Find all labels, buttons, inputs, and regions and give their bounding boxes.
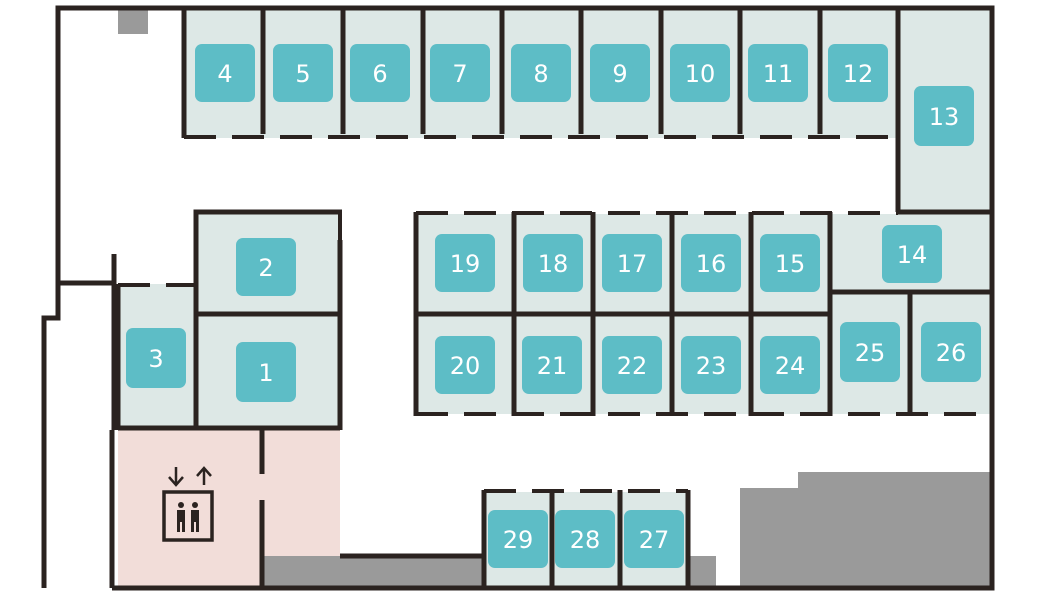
stall-label: 1 xyxy=(258,359,273,387)
stall-2: 2 xyxy=(236,238,296,296)
stall-14: 14 xyxy=(882,225,942,283)
arrow-down-icon xyxy=(168,467,184,487)
stall-28: 28 xyxy=(555,510,615,568)
stall-label: 6 xyxy=(372,60,387,88)
stall-label: 11 xyxy=(763,60,794,88)
stall-20: 20 xyxy=(435,336,495,394)
stall-label: 2 xyxy=(258,254,273,282)
stall-3: 3 xyxy=(126,328,186,388)
stall-13: 13 xyxy=(914,86,974,146)
stall-16: 16 xyxy=(681,234,741,292)
stall-label: 17 xyxy=(617,250,648,278)
stall-24: 24 xyxy=(760,336,820,394)
stall-label: 3 xyxy=(148,345,163,373)
stall-label: 9 xyxy=(612,60,627,88)
stall-label: 4 xyxy=(217,60,232,88)
stall-17: 17 xyxy=(602,234,662,292)
stall-26: 26 xyxy=(921,322,981,382)
stall-18: 18 xyxy=(523,234,583,292)
stall-4: 4 xyxy=(195,44,255,102)
stall-label: 22 xyxy=(617,352,648,380)
stall-25: 25 xyxy=(840,322,900,382)
elevator-icon xyxy=(162,466,214,542)
stall-label: 20 xyxy=(450,352,481,380)
stall-7: 7 xyxy=(430,44,490,102)
stall-badges: 1 2 3 4 5 6 7 8 9 10 11 12 13 14 15 16 1… xyxy=(126,44,981,568)
stall-label: 8 xyxy=(533,60,548,88)
stall-19: 19 xyxy=(435,234,495,292)
stall-label: 15 xyxy=(775,250,806,278)
stall-label: 19 xyxy=(450,250,481,278)
stall-label: 7 xyxy=(452,60,467,88)
stall-frontage-marks xyxy=(118,135,992,493)
stall-9: 9 xyxy=(590,44,650,102)
stall-label: 29 xyxy=(503,526,534,554)
stall-6: 6 xyxy=(350,44,410,102)
stall-label: 28 xyxy=(570,526,601,554)
stall-label: 16 xyxy=(696,250,727,278)
stall-8: 8 xyxy=(511,44,571,102)
stall-label: 24 xyxy=(775,352,806,380)
stall-label: 12 xyxy=(843,60,874,88)
stall-label: 23 xyxy=(696,352,727,380)
stall-22: 22 xyxy=(602,336,662,394)
stall-23: 23 xyxy=(681,336,741,394)
stall-29: 29 xyxy=(488,510,548,568)
stall-5: 5 xyxy=(273,44,333,102)
stall-label: 21 xyxy=(537,352,568,380)
stall-label: 5 xyxy=(295,60,310,88)
stall-label: 13 xyxy=(929,103,960,131)
stall-11: 11 xyxy=(748,44,808,102)
stall-label: 26 xyxy=(936,339,967,367)
stall-label: 25 xyxy=(855,339,886,367)
walls xyxy=(41,5,995,591)
stall-label: 18 xyxy=(538,250,569,278)
stall-label: 10 xyxy=(685,60,716,88)
stall-15: 15 xyxy=(760,234,820,292)
stall-12: 12 xyxy=(828,44,888,102)
stall-label: 14 xyxy=(897,241,928,269)
gray-cutout xyxy=(740,472,798,488)
stall-10: 10 xyxy=(670,44,730,102)
stall-21: 21 xyxy=(522,336,582,394)
arrow-up-icon xyxy=(196,466,212,485)
stall-27: 27 xyxy=(624,510,684,568)
stall-1: 1 xyxy=(236,342,296,402)
stall-label: 27 xyxy=(639,526,670,554)
